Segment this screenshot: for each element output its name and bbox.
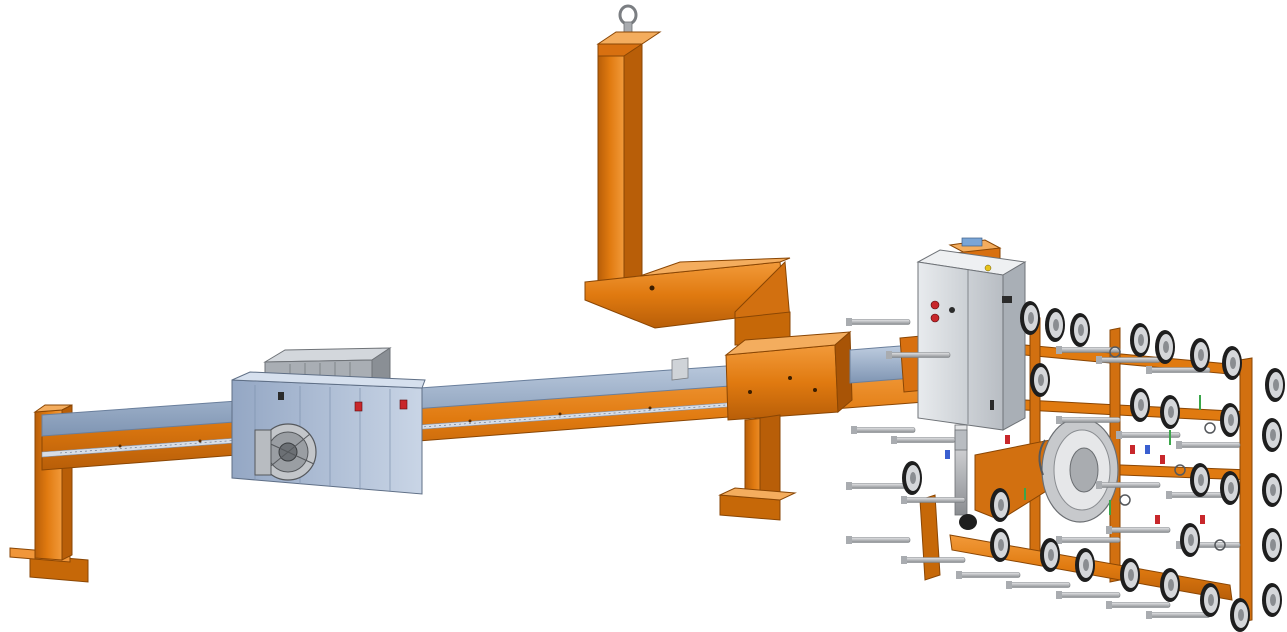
drive-carriage (231, 347, 426, 495)
control-cabinet-icon (916, 249, 1027, 451)
valve-markers (945, 395, 1205, 524)
lifting-eye-icon (618, 4, 638, 35)
center-trolley (718, 330, 853, 521)
gear-motor-icon (254, 423, 317, 481)
lifting-mast (584, 4, 791, 346)
handwheels (1109, 346, 1226, 551)
